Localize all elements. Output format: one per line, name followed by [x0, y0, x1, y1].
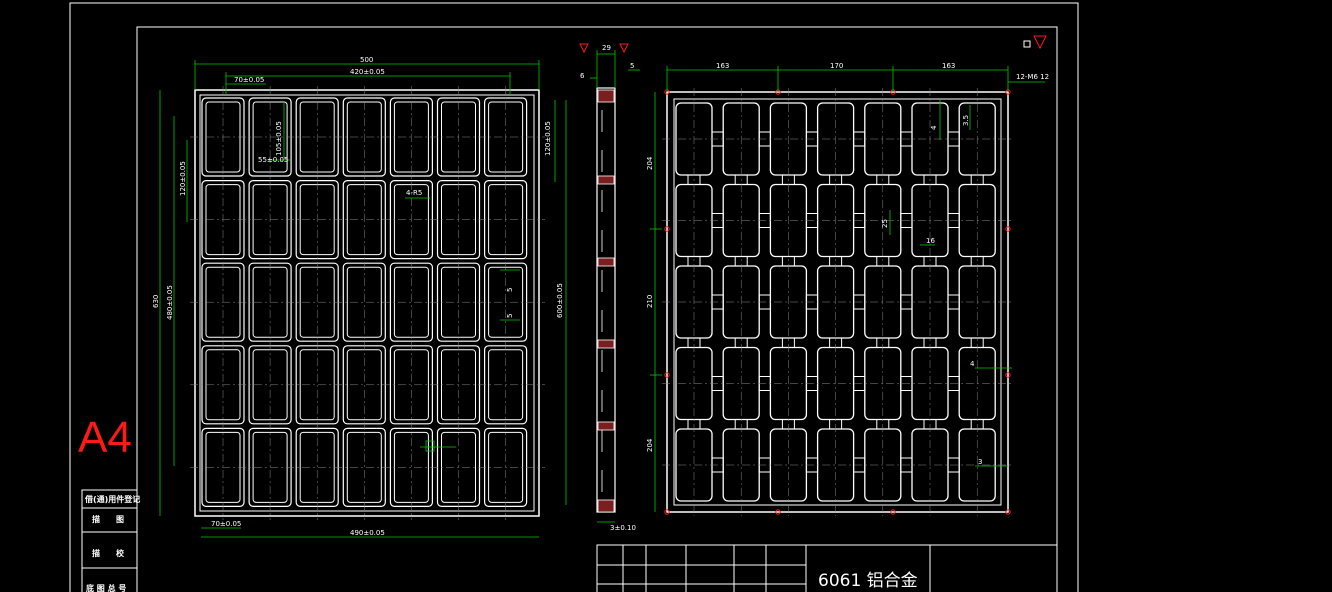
dim-inner-height: 480±0.05 [166, 285, 174, 320]
section-hatch-group [597, 89, 615, 513]
mounting-hole [1005, 509, 1011, 515]
dim-right-height: 600±0.05 [556, 283, 564, 318]
mounting-hole [664, 226, 670, 232]
note-radius: 4-R5 [406, 189, 422, 197]
dim-first-col: 70±0.05 [234, 76, 264, 84]
dim-col-b: 170 [830, 62, 843, 70]
center-mark [420, 440, 456, 452]
inner-frame [136, 26, 1058, 592]
sheet-size-label: A4 [78, 413, 132, 462]
mounting-hole [1005, 372, 1011, 378]
dim-col-c: 163 [942, 62, 955, 70]
mounting-hole [775, 509, 781, 515]
front-outline [194, 89, 540, 517]
section-outline [596, 87, 616, 513]
dim-right-row-pitch: 120±0.05 [544, 121, 552, 156]
back-centerlines [662, 88, 1014, 516]
dim-section-offset: 6 [580, 72, 585, 80]
surface-symbol [1023, 35, 1047, 50]
section-hatch [597, 257, 615, 267]
side-table-row3: 描 校 [92, 548, 125, 558]
dim-section-bottom: 3±0.10 [610, 524, 636, 532]
mounting-hole [1005, 226, 1011, 232]
section-hatch [597, 89, 615, 103]
back-view: 163 170 163 12-M6 12 204 210 204 4 3.5 2… [646, 62, 1049, 516]
front-view: 500 420±0.05 70±0.05 55±0.05 105±0.05 12… [152, 56, 567, 538]
dim-row-c: 204 [646, 438, 654, 452]
dim-tab-f: 3 [978, 458, 982, 466]
dim-inner-width: 420±0.05 [350, 68, 385, 76]
dim-row-a: 204 [646, 156, 654, 170]
material-label: 6061 铝合金 [818, 571, 918, 591]
dim-section-width: 29 [602, 44, 611, 52]
section-view: 29 6 5 3±0.10 [579, 43, 640, 532]
side-table-row1: 借(通)用件登记 [84, 494, 140, 504]
section-hatch [597, 421, 615, 431]
dim-small-a: 5 [506, 288, 514, 292]
mounting-hole [664, 509, 670, 515]
dim-small-b: 5 [506, 314, 514, 318]
side-table-row4: 底 图 总 号 [85, 583, 126, 592]
dim-pocket-width: 55±0.05 [258, 156, 288, 164]
dim-col-a: 163 [716, 62, 729, 70]
section-markers [579, 43, 629, 54]
front-centerlines [190, 86, 545, 520]
mounting-hole [664, 372, 670, 378]
section-hatch [597, 175, 615, 185]
back-dimension-lines [650, 66, 1045, 512]
dim-pocket-height: 105±0.05 [275, 121, 283, 156]
front-inner-outline [199, 94, 535, 512]
section-hatch [597, 339, 615, 349]
dim-tab-b: 3.5 [962, 115, 970, 126]
section-dimension-lines [590, 50, 640, 523]
section-hatch [597, 499, 615, 513]
dim-bottom-span: 490±0.05 [350, 529, 385, 537]
dim-tab-c: 25 [881, 219, 889, 228]
dim-overall-width: 500 [360, 56, 373, 64]
front-dimension-lines [159, 60, 567, 538]
dim-tab-e: 4 [970, 360, 975, 368]
title-block: 6061 铝合金 [596, 544, 1058, 592]
mounting-hole [890, 509, 896, 515]
dim-row-pitch: 120±0.05 [179, 161, 187, 196]
side-table: 借(通)用件登记 描 图 描 校 底 图 总 号 [81, 489, 140, 592]
dim-section-thickness: 5 [630, 62, 634, 70]
dim-bottom-first: 70±0.05 [211, 520, 241, 528]
dim-overall-height: 630 [152, 295, 160, 308]
side-table-row2: 描 图 [92, 514, 124, 524]
dim-tab-a: 4 [930, 125, 938, 130]
dim-tab-d: 16 [926, 237, 935, 245]
outer-frame [69, 2, 1079, 592]
note-holes: 12-M6 12 [1016, 73, 1049, 81]
dim-row-b: 210 [646, 295, 654, 308]
